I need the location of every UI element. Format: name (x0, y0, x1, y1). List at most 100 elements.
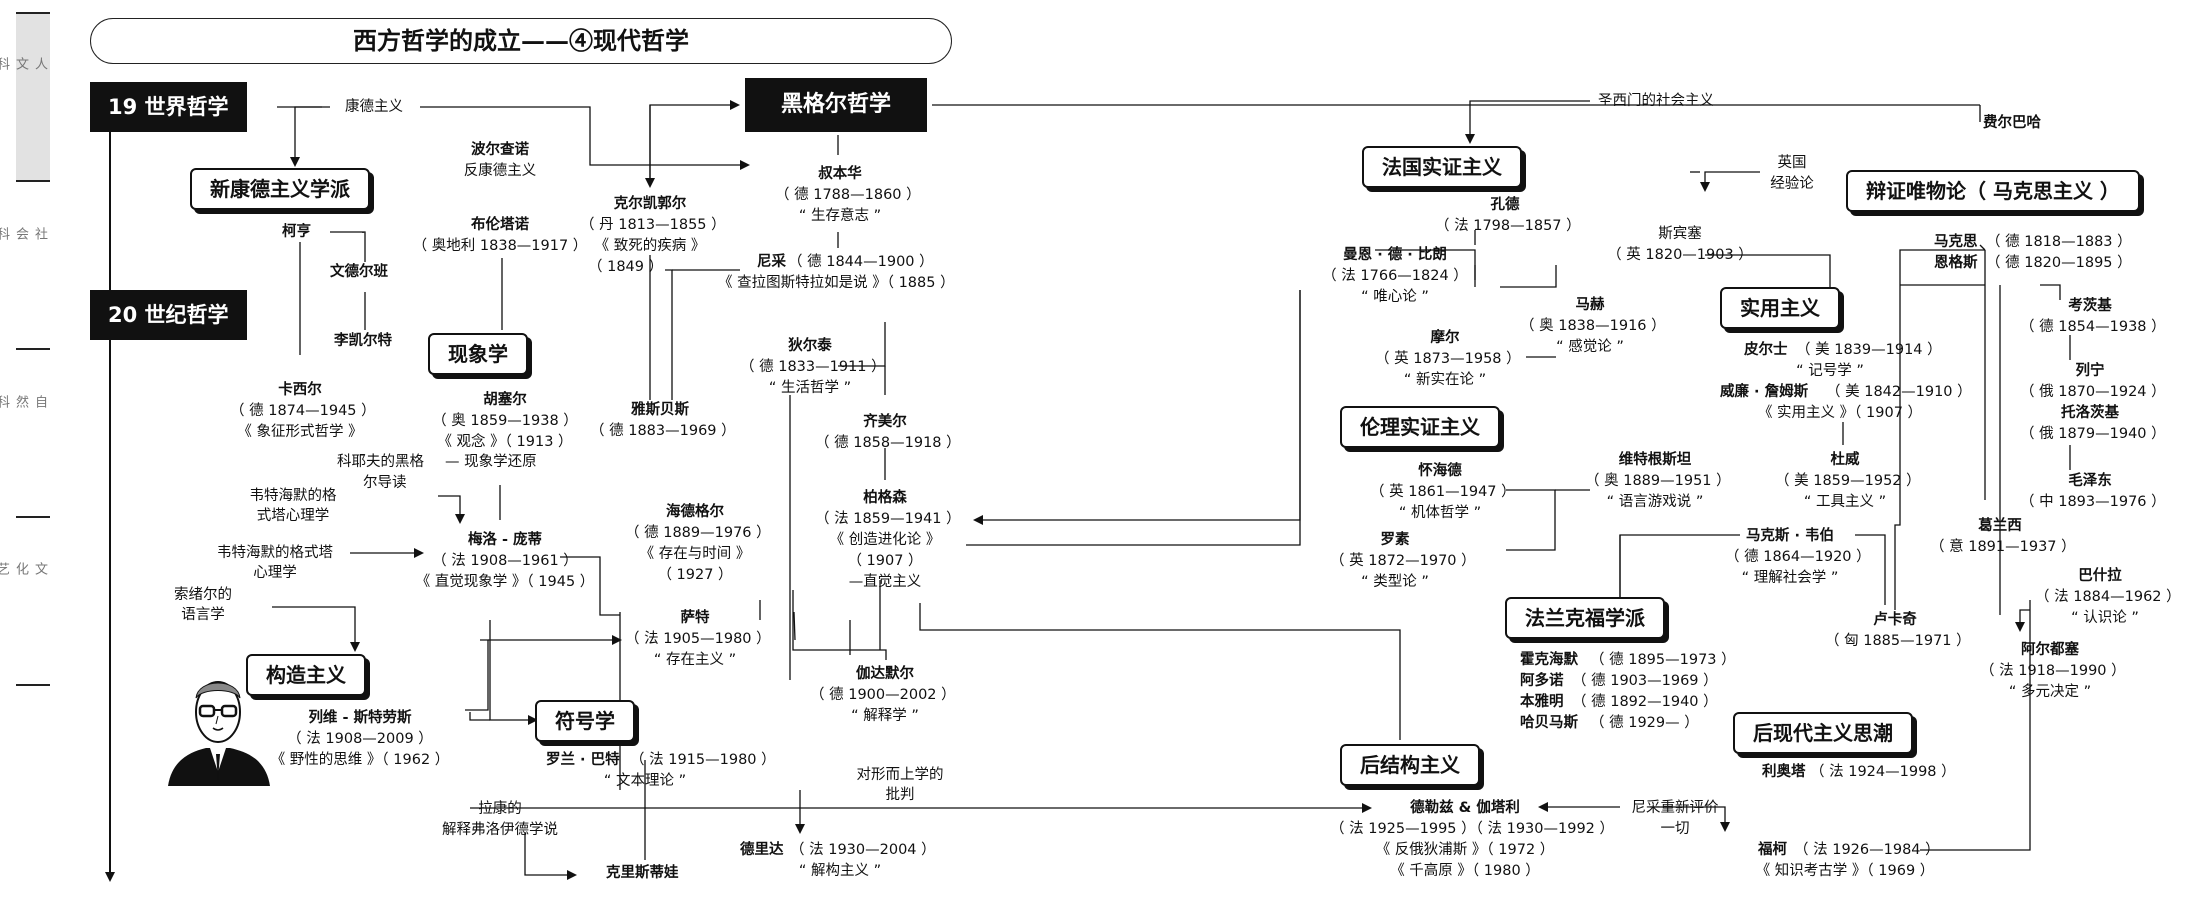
label-gramsci-dates: （ 意 1891—1937 ） (1930, 539, 2076, 555)
label-derrida-deconstruction: “ 解构主义 ” (798, 863, 882, 879)
label-bergson-year: （ 1907 ） (847, 553, 923, 569)
label-trotsky-dates: （ 俄 1879—1940 ） (2020, 426, 2166, 442)
label-bachelard-dates: （ 法 1884—1962 ） (2035, 589, 2181, 605)
label-peirce-semiotics: “ 记号学 ” (1796, 363, 1864, 379)
label-lenin: 列宁 (2075, 363, 2105, 379)
label-gadamer-dates: （ 德 1900—2002 ） (810, 687, 956, 703)
label-phen-reduction: — 现象学还原 (445, 454, 537, 470)
label-sartre-dates: （ 法 1905—1980 ） (625, 631, 771, 647)
label-english-empiricism: 经验论 (1770, 176, 1814, 192)
label-marx-dates: （ 德 1818—1883 ） (1986, 234, 2132, 250)
label-cassirer: 卡西尔 (278, 382, 322, 398)
label-marx: 马克思 (1934, 234, 1978, 250)
label-schopenhauer-dates: （ 德 1788—1860 ） (775, 187, 921, 203)
label-moore-dates: （ 英 1873—1958 ） (1375, 351, 1521, 367)
label-brentano-dates: （ 奥地利 1838—1917 ） (412, 238, 588, 254)
label-wittgenstein-dates: （ 奥 1889—1951 ） (1585, 473, 1731, 489)
label-dewey-dates: （ 美 1859—1952 ） (1775, 473, 1921, 489)
label-maine-dates: （ 法 1766—1824 ） (1322, 268, 1468, 284)
label-gestalt-1b: 式塔心理学 (256, 508, 330, 524)
sidebar-divider (16, 516, 50, 518)
label-schopenhauer-will: “ 生存意志 ” (798, 208, 882, 224)
label-anti-metaphysics-2: 批判 (885, 787, 915, 803)
label-english: 英国 (1777, 155, 1807, 171)
sidebar-active-bg (16, 12, 50, 180)
label-mach-sensationalism: “ 感觉论 ” (1556, 339, 1624, 355)
label-kojeve: 科耶夫的黑格 (337, 454, 424, 470)
label-adorno-dates: （ 德 1903—1969 ） (1572, 673, 1718, 689)
label-jaspers: 雅斯贝斯 (631, 402, 689, 418)
label-james-work: 《 实用主义 》（ 1907 ） (1757, 405, 1923, 421)
label-lukacs-dates: （ 匈 1885—1971 ） (1825, 633, 1971, 649)
label-bolzano: 波尔查诺 (471, 142, 529, 158)
label-foucault-dates: （ 法 1926—1984 ） (1794, 842, 1940, 858)
label-moore-realism: “ 新实在论 ” (1403, 372, 1487, 388)
label-husserl: 胡塞尔 (483, 392, 527, 408)
school-frankfurt: 法兰克福学派 (1505, 597, 1665, 639)
sidebar-divider (16, 180, 50, 182)
sidebar-item-humanities[interactable]: 人文科学 (0, 57, 47, 74)
school-neokantian: 新康德主义学派 (190, 168, 370, 210)
label-sartre: 萨特 (680, 610, 710, 626)
label-comte-dates: （ 法 1798—1857 ） (1435, 218, 1581, 234)
label-bergson-dates: （ 法 1859—1941 ） (815, 511, 961, 527)
label-maine-idealism: “ 唯心论 ” (1361, 289, 1429, 305)
label-althusser-dates: （ 法 1918—1990 ） (1980, 663, 2126, 679)
label-althusser: 阿尔都塞 (2021, 642, 2079, 658)
label-nietzsche-work: 《 查拉图斯特拉如是说 》（ 1885 ） (718, 275, 955, 291)
label-barthes-theory: “ 文本理论 ” (603, 773, 687, 789)
label-dilthey: 狄尔泰 (788, 338, 832, 354)
sidebar-item-social[interactable]: 社会科学 (0, 227, 47, 244)
label-habermas: 哈贝马斯 (1520, 715, 1578, 731)
label-dewey-instrumentalism: “ 工具主义 ” (1803, 494, 1887, 510)
label-deleuze-work-1: 《 反俄狄浦斯 》（ 1972 ） (1375, 842, 1555, 858)
label-kierkegaard-work: 《 致死的疾病 》 (594, 238, 706, 254)
label-saussure-2: 语言学 (181, 607, 225, 623)
label-james-dates: （ 美 1842—1910 ） (1826, 384, 1972, 400)
label-anti-kantism: 反康德主义 (463, 163, 537, 179)
label-windelband: 文德尔班 (330, 264, 388, 280)
label-dilthey-philosophy: “ 生活哲学 ” (768, 380, 852, 396)
sidebar-item-natural[interactable]: 自然科学 (0, 395, 47, 412)
label-barthes: 罗兰 · 巴特 (546, 752, 620, 768)
label-lacan: 拉康的 (478, 801, 522, 817)
label-russell-dates: （ 英 1872—1970 ） (1330, 553, 1476, 569)
label-maine-de-biran: 曼恩 · 德 · 比朗 (1343, 247, 1447, 263)
label-derrida-dates: （ 法 1930—2004 ） (790, 842, 936, 858)
label-mach: 马赫 (1575, 297, 1605, 313)
label-merleau-ponty: 梅洛 - 庞蒂 (467, 532, 543, 548)
label-levi-dates: （ 法 1908—2009 ） (287, 731, 433, 747)
hegel-philosophy-box: 黑格尔哲学 (745, 78, 928, 132)
label-kantism: 康德主义 (345, 99, 403, 115)
label-merleau-work: 《 直觉现象学 》（ 1945 ） (415, 574, 595, 590)
label-bergson-intuitionism: —直觉主义 (848, 574, 922, 590)
label-heidegger-year: （ 1927 ） (657, 567, 733, 583)
label-mao: 毛泽东 (2068, 473, 2112, 489)
label-saussure: 索绪尔的 (174, 587, 232, 603)
label-cohen: 柯亨 (282, 224, 311, 240)
era-label-19c: 19 世界哲学 (90, 82, 247, 132)
label-gadamer: 伽达默尔 (856, 666, 914, 682)
school-semiotics: 符号学 (535, 700, 635, 742)
label-kierkegaard-dates: （ 丹 1813—1855 ） (580, 217, 726, 233)
label-bergson-work: 《 创造进化论 》 (829, 532, 941, 548)
label-bachelard-epistemology: “ 认识论 ” (2071, 610, 2139, 626)
label-habermas-dates: （ 德 1929— ） (1590, 715, 1699, 731)
label-russell-type-theory: “ 类型论 ” (1361, 574, 1429, 590)
label-merleau-dates: （ 法 1908—1961 ） (432, 553, 578, 569)
label-nietzsche-revaluation-2: 一切 (1660, 821, 1690, 837)
label-althusser-overdetermination: “ 多元决定 ” (2008, 684, 2092, 700)
label-heidegger: 海德格尔 (666, 504, 724, 520)
label-lacan-2: 解释弗洛伊德学说 (442, 822, 558, 838)
label-weber-sociology: “ 理解社会学 ” (1741, 570, 1839, 586)
label-rickert: 李凯尔特 (334, 333, 392, 349)
label-max-weber: 马克斯 · 韦伯 (1745, 528, 1835, 544)
label-deleuze-dates: （ 法 1925—1995 ）（ 法 1930—1992 ） (1330, 821, 1615, 837)
label-cassirer-dates: （ 德 1874—1945 ） (230, 403, 376, 419)
label-spencer: 斯宾塞 (1658, 226, 1702, 242)
school-ethical-positivism: 伦理实证主义 (1340, 406, 1500, 448)
label-simmel-dates: （ 德 1858—1918 ） (815, 435, 961, 451)
label-kristeva: 克里斯蒂娃 (606, 865, 679, 881)
sidebar-item-culture[interactable]: 文化艺术 (0, 562, 47, 579)
